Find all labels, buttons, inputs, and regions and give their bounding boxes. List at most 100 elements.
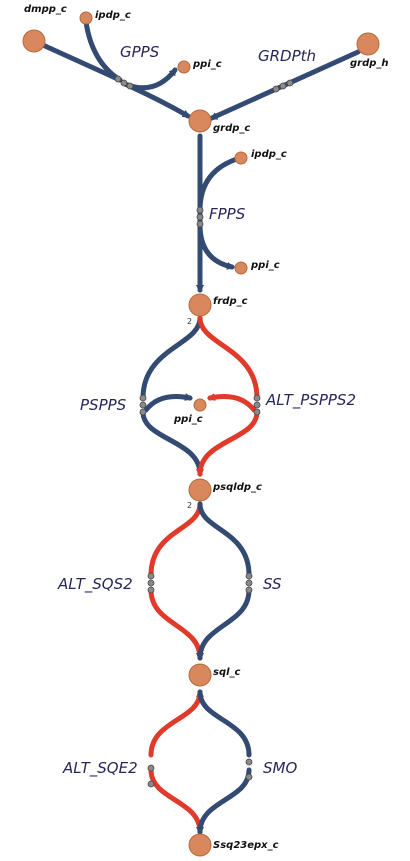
ss-node: [245, 586, 253, 594]
metabolite-node: [177, 60, 191, 74]
metabolite-node: [188, 478, 212, 502]
reaction-pspps[interactable]: PSPPS: [80, 315, 204, 477]
alt-sqe2-edge-in: [148, 767, 203, 835]
alt-pspps2-node: [253, 394, 261, 402]
smo-node: [245, 758, 253, 766]
alt-sqe2-node: [147, 780, 155, 788]
stoichiometry-label: 2: [187, 501, 192, 510]
alt-sqs2-label: ALT_SQS2: [57, 575, 133, 594]
metabolite-label: ppi_c: [173, 414, 203, 425]
grdpth-node: [279, 82, 287, 90]
metabolite-ppi-c-top[interactable]: ppi_c: [177, 59, 222, 74]
metabolite-grdp-c[interactable]: grdp_c: [188, 109, 250, 134]
metabolite-label: grdp_h: [350, 58, 389, 69]
metabolite-node: [356, 32, 380, 56]
smo-label: SMO: [263, 759, 297, 777]
metabolite-node: [234, 261, 248, 275]
metabolite-ipdp-c-mid[interactable]: ipdp_c: [234, 149, 287, 165]
fpps-edge-ppi: [197, 222, 235, 270]
smo-edge-out: [196, 767, 252, 835]
pspps-node: [139, 394, 147, 402]
metabolite-psqldp-c[interactable]: psqldp_c 2: [187, 478, 262, 510]
fpps-label: FPPS: [209, 205, 246, 223]
alt-sqe2-node: [147, 764, 155, 772]
alt-pspps2-edge-ppi: [207, 393, 257, 413]
alt-sqe2-edge-out: [148, 689, 204, 758]
metabolite-ppi-c-mid[interactable]: ppi_c: [234, 260, 280, 275]
smo-edge-in: [197, 689, 252, 758]
metabolite-node: [22, 29, 46, 53]
alt-pspps2-node: [253, 401, 261, 409]
metabolite-label: ipdp_c: [251, 149, 287, 160]
stoichiometry-label: 2: [187, 317, 192, 326]
gpps-label: GPPS: [120, 43, 160, 61]
reaction-fpps[interactable]: FPPS: [196, 133, 246, 293]
alt-pspps2-edge-out: [196, 409, 260, 477]
smo-node: [245, 773, 253, 781]
alt-pspps2-node: [253, 408, 261, 416]
metabolite-node: [79, 11, 93, 25]
ss-node: [245, 572, 253, 580]
metabolite-sql-c[interactable]: sql_c: [188, 663, 241, 687]
reaction-alt-sqs2[interactable]: ALT_SQS2: [57, 501, 204, 661]
metabolite-label: frdp_c: [213, 296, 248, 307]
metabolite-label: psqldp_c: [212, 482, 262, 493]
metabolite-node: [188, 109, 212, 133]
fpps-node: [196, 206, 204, 214]
metabolite-ppi-c-low[interactable]: ppi_c: [173, 398, 207, 425]
metabolite-ipdp-c-top[interactable]: ipdp_c: [79, 10, 131, 25]
reaction-ss[interactable]: SS: [196, 501, 282, 661]
metabolite-node: [188, 833, 212, 857]
pspps-label: PSPPS: [80, 396, 127, 414]
metabolite-label: grdp_c: [213, 123, 250, 134]
gpps-node: [126, 82, 134, 90]
metabolite-node: [188, 663, 212, 687]
grdpth-node: [272, 85, 280, 93]
fpps-edge-ipdp: [197, 155, 243, 213]
metabolite-label: sql_c: [213, 667, 241, 678]
pspps-node: [139, 408, 147, 416]
metabolite-label: dmpp_c: [24, 4, 67, 15]
metabolite-label: ppi_c: [250, 260, 280, 271]
metabolite-ssq23epx-c[interactable]: Ssq23epx_c: [188, 833, 279, 857]
metabolite-label: ppi_c: [192, 59, 222, 70]
pspps-node: [139, 401, 147, 409]
gpps-node: [114, 75, 122, 83]
ss-edge-in: [197, 501, 252, 578]
metabolite-label: ipdp_c: [95, 10, 131, 21]
alt-sqs2-node: [147, 579, 155, 587]
gpps-edge-grdp: [122, 81, 191, 119]
pspps-edge-ppi: [143, 393, 193, 413]
reaction-alt-pspps2[interactable]: ALT_PSPPS2: [196, 315, 356, 477]
gpps-node: [120, 79, 128, 87]
reaction-grdpth[interactable]: GRDPth: [209, 47, 361, 121]
fpps-node: [196, 220, 204, 228]
grdpth-node: [286, 79, 294, 87]
gpps-edge-dmpp: [31, 38, 123, 83]
metabolite-frdp-c[interactable]: frdp_c 2: [187, 293, 248, 326]
metabolite-grdp-h[interactable]: grdp_h: [350, 32, 389, 69]
pspps-edge-out: [140, 409, 204, 477]
alt-sqs2-edge-in: [148, 501, 203, 578]
alt-sqe2-label: ALT_SQE2: [62, 759, 138, 778]
ss-edge-out: [196, 587, 252, 661]
fpps-node: [196, 213, 204, 221]
metabolite-node: [193, 398, 207, 412]
alt-sqs2-edge-out: [148, 587, 204, 661]
reaction-gpps[interactable]: GPPS: [31, 19, 191, 119]
alt-sqs2-node: [147, 572, 155, 580]
alt-pspps2-edge-in: [197, 315, 260, 401]
metabolite-dmpp-c[interactable]: dmpp_c: [22, 4, 67, 53]
pspps-edge-in: [140, 315, 203, 401]
ss-node: [245, 579, 253, 587]
alt-sqs2-node: [147, 586, 155, 594]
metabolite-node: [188, 293, 212, 317]
reaction-alt-sqe2[interactable]: ALT_SQE2: [62, 689, 204, 835]
metabolite-node: [234, 151, 248, 165]
metabolite-label: Ssq23epx_c: [213, 840, 279, 851]
grdpth-label: GRDPth: [258, 47, 316, 65]
ss-label: SS: [263, 575, 282, 593]
reaction-smo[interactable]: SMO: [196, 689, 297, 835]
gpps-edge-ipdp: [83, 19, 123, 83]
